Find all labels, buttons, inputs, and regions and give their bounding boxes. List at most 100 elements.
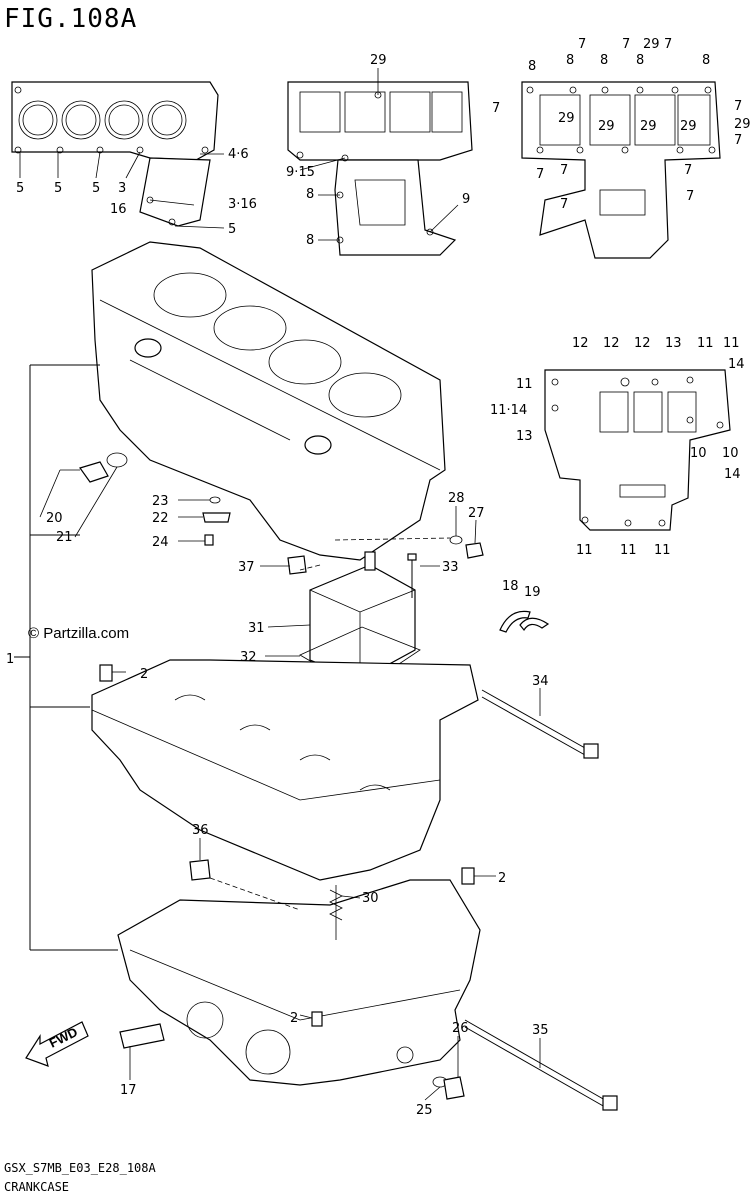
callout-7a: 7 bbox=[578, 37, 586, 52]
callout-11b: 11 bbox=[723, 336, 740, 351]
callout-29f: 29 bbox=[680, 119, 697, 134]
callout-29a: 29 bbox=[370, 53, 387, 68]
callout-29c: 29 bbox=[558, 111, 575, 126]
callout-32: 32 bbox=[240, 650, 257, 665]
callout-8a: 8 bbox=[306, 187, 314, 202]
bracket-22 bbox=[202, 512, 231, 523]
callout-29g: 29 bbox=[734, 117, 751, 132]
washer-23 bbox=[209, 496, 221, 504]
lower-crankcase-bottom bbox=[117, 867, 481, 1086]
plug-27 bbox=[465, 542, 484, 559]
callout-3-16: 3·16 bbox=[228, 197, 257, 212]
lower-crankcase-middle bbox=[91, 659, 479, 881]
callout-9-15: 9·15 bbox=[286, 165, 315, 180]
callout-8g: 8 bbox=[702, 53, 710, 68]
washer-28 bbox=[449, 535, 463, 545]
callout-29b: 29 bbox=[643, 37, 660, 52]
plug-26 bbox=[443, 1076, 465, 1100]
callout-14: 14 bbox=[728, 357, 745, 372]
upper-crankcase-block bbox=[91, 241, 446, 561]
fwd-arrow-icon: FWD bbox=[25, 1021, 89, 1067]
footer-code: GSX_S7MB_E03_E28_108A bbox=[4, 1161, 156, 1175]
callout-13b: 13 bbox=[516, 429, 533, 444]
callout-2b: 2 bbox=[498, 871, 506, 886]
grommet-37 bbox=[287, 555, 307, 575]
callout-16: 16 bbox=[110, 202, 127, 217]
callout-19: 19 bbox=[524, 585, 541, 600]
copyright-notice: © Partzilla.com bbox=[28, 625, 130, 642]
bolt-33 bbox=[407, 553, 417, 598]
callout-8e: 8 bbox=[600, 53, 608, 68]
crankcase-lower-bolt-view bbox=[287, 81, 473, 256]
cover-31 bbox=[309, 551, 416, 681]
callout-17: 17 bbox=[120, 1083, 137, 1098]
callout-12c: 12 bbox=[634, 336, 651, 351]
callout-26: 26 bbox=[452, 1021, 469, 1036]
callout-2a: 2 bbox=[140, 667, 148, 682]
callout-22: 22 bbox=[152, 511, 169, 526]
leader-lines bbox=[19, 68, 541, 1101]
callout-11c: 11 bbox=[516, 377, 533, 392]
callout-29e: 29 bbox=[640, 119, 657, 134]
callout-11d: 11 bbox=[576, 543, 593, 558]
callout-5b: 5 bbox=[54, 181, 62, 196]
callout-11-14: 11·14 bbox=[490, 403, 527, 418]
callout-33: 33 bbox=[442, 560, 459, 575]
callout-7d: 7 bbox=[492, 101, 500, 116]
callout-7k: 7 bbox=[686, 189, 694, 204]
callout-28: 28 bbox=[448, 491, 465, 506]
callout-5c: 5 bbox=[92, 181, 100, 196]
callout-8d: 8 bbox=[566, 53, 574, 68]
callout-7i: 7 bbox=[560, 197, 568, 212]
upper-crankcase-bolt-view bbox=[11, 81, 219, 227]
callout-7j: 7 bbox=[684, 163, 692, 178]
figure-title: FIG.108A bbox=[4, 4, 138, 34]
callout-7g: 7 bbox=[536, 167, 544, 182]
callout-30: 30 bbox=[362, 891, 379, 906]
callout-9: 9 bbox=[462, 192, 470, 207]
callout-7h: 7 bbox=[560, 163, 568, 178]
long-bolt-35 bbox=[464, 1019, 618, 1111]
callout-7b: 7 bbox=[622, 37, 630, 52]
callout-7e: 7 bbox=[734, 99, 742, 114]
callout-10b: 10 bbox=[722, 446, 739, 461]
callout-5d: 5 bbox=[228, 222, 236, 237]
callout-labels: 1 2 2 2 3 3·16 4·6 5 5 5 5 16 29 8 8 9·1… bbox=[6, 37, 751, 1118]
bearings-18-19 bbox=[499, 610, 550, 633]
callout-24: 24 bbox=[152, 535, 169, 550]
callout-31: 31 bbox=[248, 621, 265, 636]
callout-12a: 12 bbox=[572, 336, 589, 351]
callout-36: 36 bbox=[192, 823, 209, 838]
callout-7f: 7 bbox=[734, 133, 742, 148]
o-ring-21 bbox=[106, 452, 128, 468]
callout-11a: 11 bbox=[697, 336, 714, 351]
footer-name: CRANKCASE bbox=[4, 1180, 70, 1194]
callout-12b: 12 bbox=[603, 336, 620, 351]
callout-14b: 14 bbox=[724, 467, 741, 482]
callout-7c: 7 bbox=[664, 37, 672, 52]
bolt-24 bbox=[204, 534, 214, 546]
callout-25: 25 bbox=[416, 1103, 433, 1118]
callout-34: 34 bbox=[532, 674, 549, 689]
plug-20 bbox=[79, 461, 109, 483]
callout-20: 20 bbox=[46, 511, 63, 526]
callout-5a: 5 bbox=[16, 181, 24, 196]
callout-1: 1 bbox=[6, 652, 14, 667]
callout-8c: 8 bbox=[528, 59, 536, 74]
callout-35: 35 bbox=[532, 1023, 549, 1038]
callout-11e: 11 bbox=[620, 543, 637, 558]
callout-23: 23 bbox=[152, 494, 169, 509]
callout-27: 27 bbox=[468, 506, 485, 521]
grommet-36 bbox=[189, 859, 211, 881]
callout-11f: 11 bbox=[654, 543, 671, 558]
callout-3: 3 bbox=[118, 181, 126, 196]
callout-10a: 10 bbox=[690, 446, 707, 461]
assembly-bracket-1 bbox=[14, 364, 118, 951]
callout-18: 18 bbox=[502, 579, 519, 594]
callout-2c: 2 bbox=[290, 1011, 298, 1026]
plug-17 bbox=[119, 1023, 165, 1049]
upper-crankcase-bottom-view bbox=[521, 81, 721, 259]
long-bolt-34 bbox=[481, 689, 599, 759]
